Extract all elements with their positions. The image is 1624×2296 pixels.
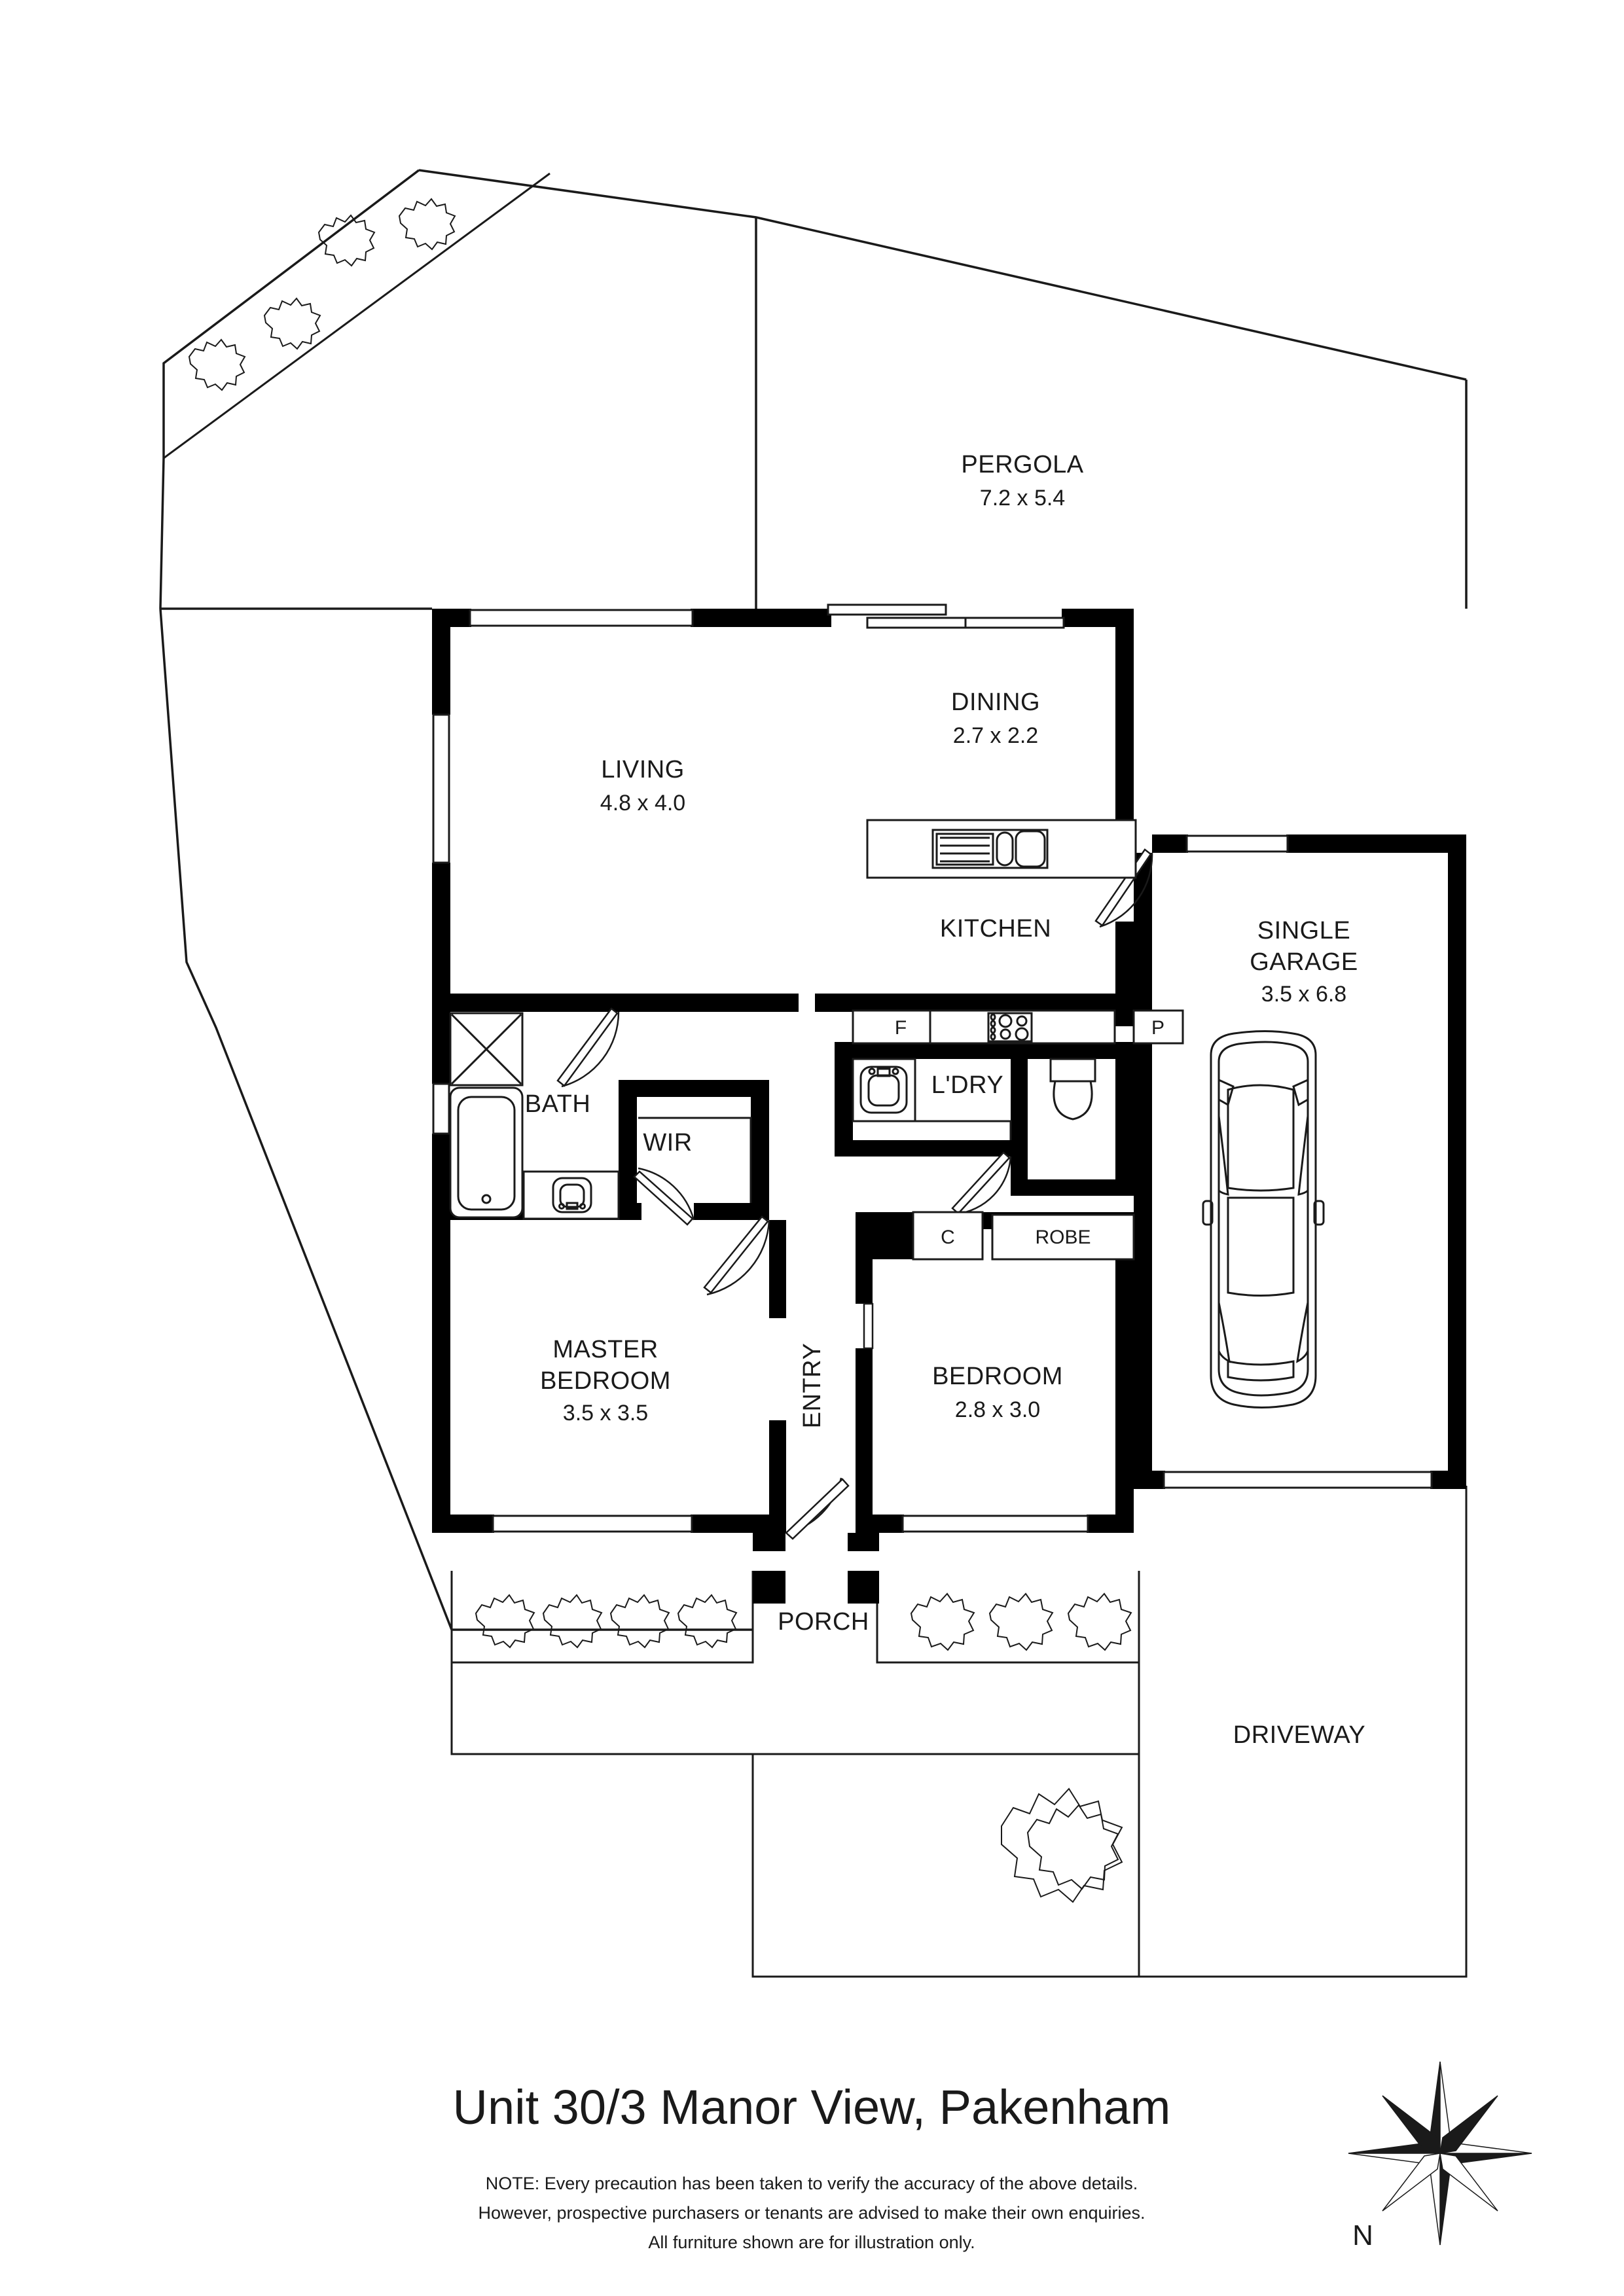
- bathtub-icon: [449, 1086, 524, 1219]
- door-bath[interactable]: [556, 1007, 620, 1088]
- tree-icon: [1001, 1787, 1123, 1903]
- fixture-labels: F P C ROBE: [895, 1017, 1164, 1248]
- disclaimer: NOTE: Every precaution has been taken to…: [478, 2174, 1145, 2252]
- shrub-icon: [609, 1594, 670, 1649]
- shrub-icon: [1067, 1592, 1132, 1651]
- room-label-master-bedroom-line2: BEDROOM: [540, 1367, 671, 1395]
- shower-icon: [449, 1012, 524, 1086]
- toilet-icon: [1049, 1058, 1096, 1121]
- disclaimer-line-2: However, prospective purchasers or tenan…: [478, 2203, 1145, 2223]
- robe-fixture: [991, 1213, 1135, 1261]
- room-label-porch: PORCH: [778, 1608, 869, 1636]
- window-living-west: [432, 713, 450, 864]
- window-living-north: [469, 609, 694, 627]
- vanity-basin-icon: [522, 1170, 620, 1220]
- room-label-single-garage-line1: SINGLE: [1257, 917, 1350, 944]
- site-boundary: [159, 169, 1468, 1631]
- shrub-icon: [398, 198, 456, 251]
- room-label-ldry: L'DRY: [931, 1071, 1003, 1099]
- room-label-entry: ENTRY: [799, 1343, 826, 1429]
- room-labels: PERGOLA 7.2 x 5.4 LIVING 4.8 x 4.0 DININ…: [525, 451, 1365, 1749]
- room-label-dining: DINING: [951, 689, 1040, 716]
- garage-roller-door[interactable]: [1163, 1471, 1433, 1489]
- room-dim-bedroom: 2.8 x 3.0: [955, 1397, 1040, 1422]
- fridge-fixture: [852, 1009, 931, 1045]
- door-bedroom[interactable]: [863, 1302, 874, 1350]
- fixture-label-fridge: F: [895, 1017, 907, 1039]
- fixture-label-cupboard: C: [941, 1227, 955, 1248]
- room-label-bedroom: BEDROOM: [932, 1363, 1063, 1390]
- shrub-row-left: [475, 1594, 738, 1649]
- page-title: Unit 30/3 Manor View, Pakenham: [453, 2080, 1171, 2134]
- room-dim-dining: 2.7 x 2.2: [953, 723, 1038, 748]
- outdoor-areas: [450, 1486, 1468, 1978]
- doors: [556, 848, 1153, 1540]
- shrub-icon: [317, 214, 376, 267]
- compass-rose-icon: [1348, 2061, 1532, 2246]
- shrub-icon: [677, 1594, 738, 1649]
- room-label-living: LIVING: [601, 756, 685, 783]
- room-label-driveway: DRIVEWAY: [1233, 1721, 1365, 1749]
- sliding-door-dining[interactable]: [827, 603, 1065, 629]
- window-bath-west: [432, 1083, 450, 1135]
- room-dim-pergola: 7.2 x 5.4: [980, 486, 1065, 511]
- pantry-fixture: [1132, 1009, 1184, 1045]
- washing-machine-icon: [852, 1058, 916, 1122]
- room-label-master-bedroom-line1: MASTER: [552, 1336, 658, 1363]
- garden-strip-north: [163, 169, 550, 459]
- disclaimer-line-1: NOTE: Every precaution has been taken to…: [486, 2174, 1138, 2193]
- cupboard-fixture: [912, 1211, 984, 1261]
- room-label-kitchen: KITCHEN: [940, 915, 1051, 942]
- fixture-label-robe: ROBE: [1035, 1227, 1091, 1248]
- room-dim-master-bedroom: 3.5 x 3.5: [563, 1401, 648, 1426]
- fixture-label-pantry: P: [1151, 1017, 1164, 1039]
- shrub-icon: [188, 338, 246, 391]
- disclaimer-line-3: All furniture shown are for illustration…: [648, 2233, 975, 2252]
- compass-north-label: N: [1352, 2219, 1373, 2251]
- shrub-icon: [910, 1592, 975, 1651]
- door-wir[interactable]: [633, 1167, 695, 1226]
- shrub-icon: [542, 1594, 603, 1649]
- room-dim-living: 4.8 x 4.0: [600, 791, 685, 816]
- shrub-icon: [263, 297, 321, 350]
- room-label-pergola: PERGOLA: [961, 451, 1083, 478]
- room-label-bath: BATH: [525, 1090, 591, 1118]
- room-dim-single-garage: 3.5 x 6.8: [1261, 982, 1346, 1007]
- cooktop-icon: [929, 1009, 1116, 1045]
- door-master-bedroom[interactable]: [703, 1215, 770, 1296]
- room-label-single-garage-line2: GARAGE: [1250, 948, 1358, 976]
- car-icon: [1202, 1030, 1325, 1408]
- kitchen-sink-icon: [866, 819, 1137, 879]
- windows: [432, 609, 1433, 1533]
- window-master-south: [492, 1515, 693, 1533]
- shrub-icon: [988, 1592, 1054, 1651]
- door-entry[interactable]: [785, 1477, 850, 1540]
- shrub-icon: [475, 1594, 535, 1649]
- room-label-wir: WIR: [643, 1129, 692, 1157]
- window-bedroom-south: [901, 1515, 1089, 1533]
- window-garage-north: [1185, 834, 1289, 853]
- door-garage[interactable]: [1094, 848, 1153, 928]
- shrub-row-right: [910, 1592, 1132, 1651]
